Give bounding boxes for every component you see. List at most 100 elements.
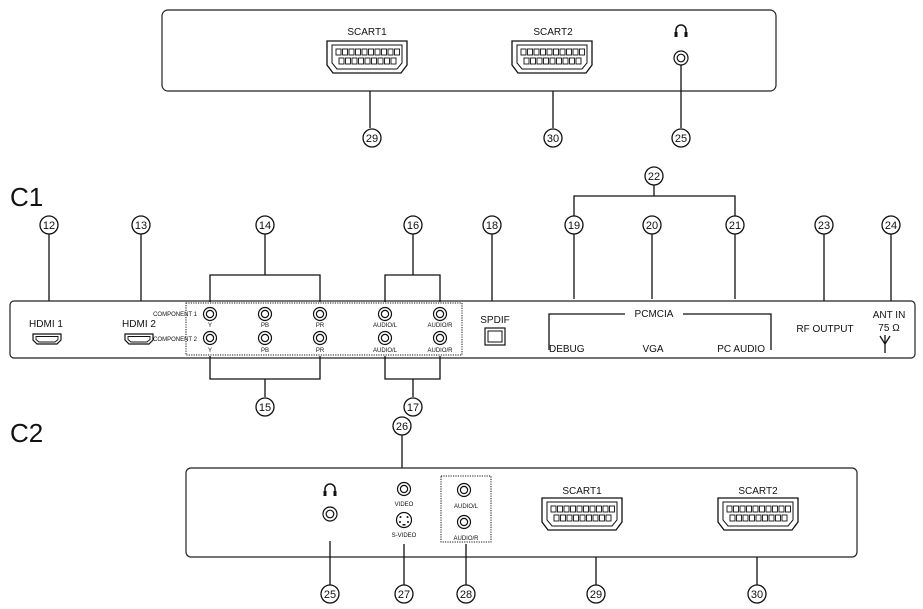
callout-30-top: 30 — [543, 128, 563, 148]
svg-text:25: 25 — [324, 589, 336, 601]
callout-15: 15 — [255, 397, 275, 417]
svg-text:27: 27 — [398, 589, 410, 601]
rca-jack-icon — [396, 481, 412, 497]
audio-l-label: AUDIO/L — [373, 348, 398, 354]
section-label-c2: C2 — [10, 418, 43, 448]
audio-r-label: AUDIO/R — [427, 323, 453, 329]
headphone-jack — [673, 50, 689, 66]
pr-label: PR — [316, 323, 325, 329]
c2-audio-l-label: AUDIO/L — [454, 504, 479, 510]
audio-r-label: AUDIO/R — [427, 348, 453, 354]
y-label: Y — [208, 323, 212, 329]
rca-jack-icon — [257, 330, 273, 346]
pb-label: PB — [261, 323, 269, 329]
callout-28: 28 — [456, 584, 476, 604]
optical-port-icon — [484, 327, 506, 346]
debug-label: DEBUG — [549, 344, 585, 355]
rca-jack-icon — [377, 330, 393, 346]
rca-jack-icon — [312, 330, 328, 346]
ant-in-label: ANT IN — [873, 310, 906, 321]
svg-text:16: 16 — [407, 220, 419, 232]
component2-label: COMPONENT 2 — [153, 337, 198, 343]
ohm-label: 75 Ω — [878, 323, 900, 334]
y-label: Y — [208, 348, 212, 354]
section-label-c1: C1 — [10, 182, 43, 212]
callout-29-top: 29 — [362, 128, 382, 148]
video-label: VIDEO — [395, 502, 414, 508]
rca-jack-icon — [377, 306, 393, 322]
callout-16: 16 — [403, 215, 423, 235]
callout-12: 12 — [39, 215, 59, 235]
c2-scart1-label: SCART1 — [562, 486, 602, 497]
callout-25-bottom: 25 — [320, 584, 340, 604]
svg-text:17: 17 — [407, 402, 419, 414]
callout-30-bottom: 30 — [747, 584, 767, 604]
s-video-port-icon — [395, 511, 413, 529]
callout-24: 24 — [881, 215, 901, 235]
headphone-jack — [322, 506, 338, 522]
svg-text:28: 28 — [460, 589, 472, 601]
scart-port-icon — [717, 497, 799, 531]
svg-text:30: 30 — [547, 133, 559, 145]
hdmi2-label: HDMI 2 — [122, 319, 156, 330]
spdif-label: SPDIF — [480, 315, 509, 326]
c1-panel: 12 13 14 16 18 19 20 21 22 23 24 HDMI 1 … — [9, 166, 916, 417]
callout-17: 17 — [403, 397, 423, 417]
svg-text:22: 22 — [648, 171, 660, 183]
svg-text:29: 29 — [366, 133, 378, 145]
svg-text:19: 19 — [568, 220, 580, 232]
svg-text:23: 23 — [818, 220, 830, 232]
callout-23: 23 — [814, 215, 834, 235]
hdmi-port-icon — [32, 333, 62, 345]
top-scart1-label: SCART1 — [347, 27, 387, 38]
rca-jack-icon — [456, 482, 472, 498]
scart-port-icon — [511, 40, 593, 74]
hdmi1-label: HDMI 1 — [29, 319, 63, 330]
c2-audio-r-label: AUDIO/R — [453, 536, 479, 542]
antenna-icon — [879, 335, 891, 353]
c2-panel: 26 VIDEO S-VIDEO AUDIO/L AUDIO/R SCART1 … — [185, 416, 858, 604]
callout-29-bottom: 29 — [586, 584, 606, 604]
callout-18: 18 — [482, 215, 502, 235]
callout-13: 13 — [131, 215, 151, 235]
top-panel: SCART1 SCART2 29 30 25 — [161, 9, 777, 148]
top-scart2-label: SCART2 — [533, 27, 573, 38]
callout-21: 21 — [725, 215, 745, 235]
svg-text:21: 21 — [729, 220, 741, 232]
svg-text:12: 12 — [43, 220, 55, 232]
svg-text:14: 14 — [259, 220, 271, 232]
rca-jack-icon — [312, 306, 328, 322]
scart-port-icon — [326, 40, 408, 74]
audio-l-label: AUDIO/L — [373, 323, 398, 329]
svg-text:25: 25 — [675, 133, 687, 145]
callout-22: 22 — [644, 166, 664, 186]
rca-jack-icon — [257, 306, 273, 322]
svg-text:30: 30 — [751, 589, 763, 601]
pcmcia-label: PCMCIA — [635, 309, 674, 320]
callout-26: 26 — [392, 416, 412, 436]
pb-label: PB — [261, 348, 269, 354]
rca-jack-icon — [456, 514, 472, 530]
rf-output-label: RF OUTPUT — [796, 324, 853, 335]
svg-text:13: 13 — [135, 220, 147, 232]
vga-label: VGA — [642, 344, 663, 355]
rca-jack-icon — [432, 306, 448, 322]
rca-jack-icon — [202, 330, 218, 346]
pc-audio-label: PC AUDIO — [717, 344, 765, 355]
svg-text:29: 29 — [590, 589, 602, 601]
s-video-label: S-VIDEO — [392, 533, 417, 539]
svg-text:18: 18 — [486, 220, 498, 232]
svg-text:24: 24 — [885, 220, 897, 232]
rca-jack-icon — [432, 330, 448, 346]
callout-19: 19 — [564, 215, 584, 235]
pr-label: PR — [316, 348, 325, 354]
scart-port-icon — [541, 497, 623, 531]
callout-14: 14 — [255, 215, 275, 235]
hdmi-port-icon — [124, 333, 154, 345]
svg-text:15: 15 — [259, 402, 271, 414]
svg-text:20: 20 — [646, 220, 658, 232]
svg-text:26: 26 — [396, 421, 408, 433]
component1-label: COMPONENT 1 — [153, 312, 198, 318]
rca-jack-icon — [202, 306, 218, 322]
